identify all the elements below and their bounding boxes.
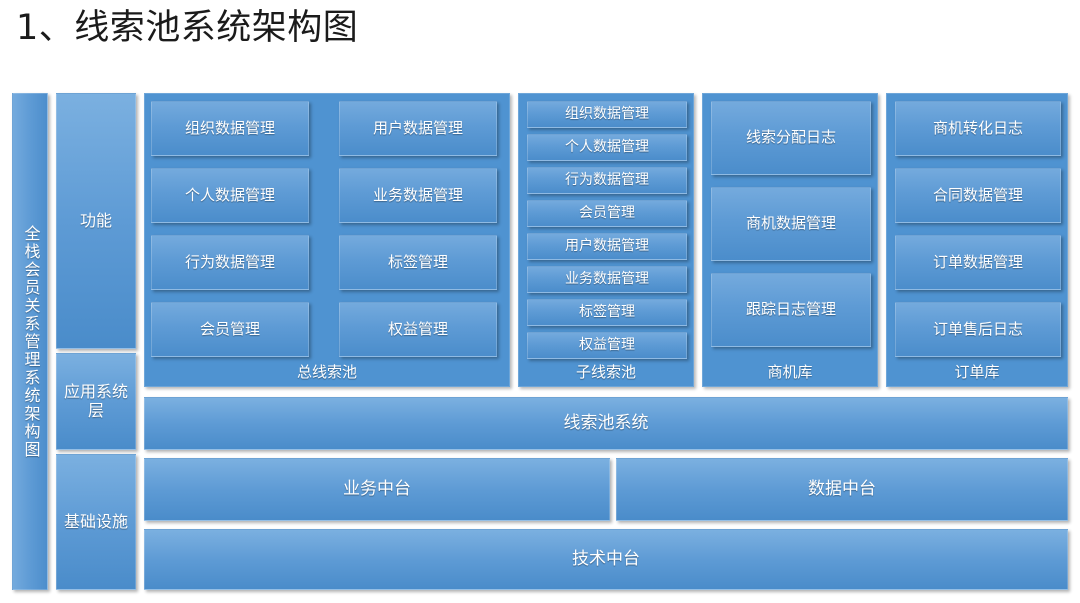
node-sub-2[interactable]: 行为数据管理 [527, 167, 687, 194]
group-opportunity-repository: 线索分配日志 商机数据管理 跟踪日志管理 商机库 [702, 93, 878, 387]
node-ord-2[interactable]: 订单数据管理 [895, 235, 1061, 290]
node-main-6[interactable]: 会员管理 [151, 302, 309, 357]
layer-label-function: 功能 [56, 93, 136, 349]
node-main-3[interactable]: 业务数据管理 [339, 168, 497, 223]
node-opp-1[interactable]: 商机数据管理 [711, 187, 871, 261]
node-main-2[interactable]: 个人数据管理 [151, 168, 309, 223]
node-sub-6[interactable]: 标签管理 [527, 299, 687, 326]
page-title: 1、线索池系统架构图 [16, 8, 359, 48]
node-ord-0[interactable]: 商机转化日志 [895, 101, 1061, 156]
diagram-spine-label: 全栈会员关系管理系统架构图 [12, 93, 48, 590]
group-order-repository: 商机转化日志 合同数据管理 订单数据管理 订单售后日志 订单库 [886, 93, 1068, 387]
node-main-4[interactable]: 行为数据管理 [151, 235, 309, 290]
node-sub-7[interactable]: 权益管理 [527, 332, 687, 359]
group-label-main-lead-pool: 总线索池 [296, 362, 357, 381]
group-label-sub-lead-pool: 子线索池 [575, 362, 636, 381]
node-sub-3[interactable]: 会员管理 [527, 200, 687, 227]
group-label-opportunity-repository: 商机库 [767, 362, 813, 381]
bar-tech-midend[interactable]: 技术中台 [144, 529, 1068, 590]
node-sub-4[interactable]: 用户数据管理 [527, 233, 687, 260]
group-label-order-repository: 订单库 [954, 362, 1000, 381]
layer-label-application: 应用系统层 [56, 353, 136, 450]
bar-lead-pool-system[interactable]: 线索池系统 [144, 397, 1068, 450]
node-opp-0[interactable]: 线索分配日志 [711, 101, 871, 175]
bar-business-midend[interactable]: 业务中台 [144, 458, 610, 521]
node-main-0[interactable]: 组织数据管理 [151, 101, 309, 156]
node-sub-1[interactable]: 个人数据管理 [527, 134, 687, 161]
bar-data-midend[interactable]: 数据中台 [616, 458, 1068, 521]
node-ord-1[interactable]: 合同数据管理 [895, 168, 1061, 223]
layer-label-infrastructure: 基础设施 [56, 454, 136, 590]
group-main-lead-pool: 组织数据管理 用户数据管理 个人数据管理 业务数据管理 行为数据管理 标签管理 … [144, 93, 510, 387]
node-sub-5[interactable]: 业务数据管理 [527, 266, 687, 293]
node-opp-2[interactable]: 跟踪日志管理 [711, 273, 871, 347]
group-sub-lead-pool: 组织数据管理 个人数据管理 行为数据管理 会员管理 用户数据管理 业务数据管理 … [518, 93, 694, 387]
node-main-1[interactable]: 用户数据管理 [339, 101, 497, 156]
node-sub-0[interactable]: 组织数据管理 [527, 101, 687, 128]
node-main-7[interactable]: 权益管理 [339, 302, 497, 357]
node-ord-3[interactable]: 订单售后日志 [895, 302, 1061, 357]
node-main-5[interactable]: 标签管理 [339, 235, 497, 290]
